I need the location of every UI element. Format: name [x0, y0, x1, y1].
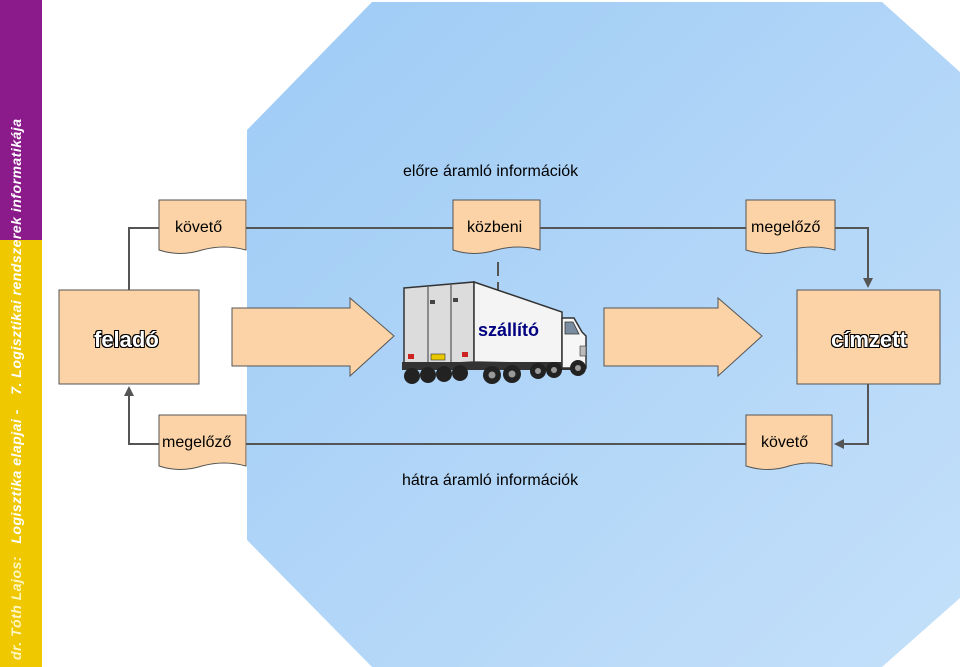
sidebar-band: dr. Tóth Lajos: Logisztika elapjai - 7. …	[0, 0, 42, 667]
forward-flow-line	[128, 227, 159, 290]
backward-flow-label: hátra áramló információk	[402, 472, 579, 489]
sender-box	[58, 289, 200, 385]
backward-flow-arrow	[124, 386, 159, 445]
flow-arrow-right	[603, 296, 763, 378]
carrier-label: szállító	[478, 320, 540, 340]
recipient-box	[796, 289, 941, 385]
diagram-svg	[58, 2, 960, 667]
forward-flow-label: előre áramló információk	[403, 163, 579, 180]
doc-top-middle-label: közbeni	[467, 219, 523, 236]
recipient-label: címzett	[831, 327, 907, 352]
flow-arrow-left	[231, 296, 395, 378]
doc-top-left-label: követő	[175, 219, 223, 236]
doc-top-right	[745, 199, 836, 254]
doc-top-middle	[452, 199, 541, 254]
diagram-canvas: előre áramló információk hátra áramló in…	[42, 0, 960, 667]
doc-bottom-right-label: követő	[761, 434, 809, 451]
sender-label: feladó	[94, 327, 159, 352]
doc-top-left	[158, 199, 247, 254]
backward-flow-line	[834, 384, 869, 449]
sidebar-author: dr. Tóth Lajos:	[8, 556, 24, 660]
sidebar-chapter: 7. Logisztikai rendszerek informatikája	[8, 118, 24, 395]
truck-illustration	[402, 280, 587, 384]
doc-bottom-right	[745, 414, 833, 470]
sidebar-purple-band	[0, 0, 42, 240]
doc-bottom-left	[158, 414, 247, 470]
sidebar-course: Logisztika elapjai -	[8, 409, 24, 544]
doc-top-right-label: megelőző	[751, 219, 821, 236]
sidebar-vertical-title: dr. Tóth Lajos: Logisztika elapjai - 7. …	[8, 119, 24, 660]
doc-bottom-left-label: megelőző	[162, 434, 232, 451]
forward-flow-arrow	[835, 227, 873, 288]
